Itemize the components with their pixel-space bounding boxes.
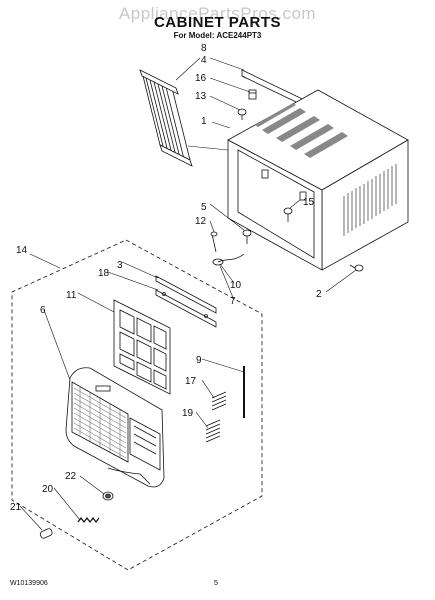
callout-7: 7 xyxy=(230,296,236,307)
callout-11: 11 xyxy=(66,290,77,301)
model-subtitle: For Model: ACE244PT3 xyxy=(173,31,262,40)
clip-19 xyxy=(205,419,221,443)
watermark: AppliancePartsPros.com xyxy=(118,4,317,23)
callout-labels: 8 4 16 13 1 15 5 12 10 7 2 14 3 18 11 6 … xyxy=(10,43,322,513)
screw-16 xyxy=(248,89,257,100)
callout-2: 2 xyxy=(316,289,322,300)
callout-20: 20 xyxy=(42,484,54,495)
callout-5: 5 xyxy=(201,202,207,213)
callout-3: 3 xyxy=(117,260,123,271)
callout-6: 6 xyxy=(40,305,46,316)
callout-15: 15 xyxy=(303,197,315,208)
callout-13: 13 xyxy=(195,91,207,102)
callout-14: 14 xyxy=(16,245,28,256)
screw-2 xyxy=(349,264,364,272)
spring-20 xyxy=(77,517,100,523)
clip-17 xyxy=(211,391,227,411)
callout-4: 4 xyxy=(201,55,207,66)
page-number: 5 xyxy=(214,580,218,587)
callout-18: 18 xyxy=(98,268,110,279)
knob-22 xyxy=(102,491,114,501)
callout-21: 21 xyxy=(10,502,22,513)
callout-10: 10 xyxy=(230,280,242,291)
louver-strip-18 xyxy=(155,289,217,328)
diagram-title: CABINET PARTS xyxy=(153,14,282,31)
cabinet-housing xyxy=(227,89,409,271)
callout-9: 9 xyxy=(196,355,202,366)
front-panel-group-outline xyxy=(11,239,263,571)
callout-16: 16 xyxy=(195,73,207,84)
leader-lines xyxy=(19,57,357,531)
callout-19: 19 xyxy=(182,408,194,419)
screw-13 xyxy=(237,108,247,120)
cap-21 xyxy=(39,528,53,539)
side-curtain-panel xyxy=(139,69,193,167)
front-panel xyxy=(65,367,165,488)
callout-17: 17 xyxy=(185,376,197,387)
ground-wire-assembly xyxy=(210,229,252,266)
document-number: W10139906 xyxy=(10,580,48,587)
callout-12: 12 xyxy=(195,216,207,227)
callout-22: 22 xyxy=(65,471,77,482)
louver-strip-3 xyxy=(155,275,217,314)
callout-8: 8 xyxy=(201,43,207,54)
screw-15 xyxy=(283,207,293,222)
air-filter xyxy=(113,299,171,395)
callout-1: 1 xyxy=(201,116,207,127)
